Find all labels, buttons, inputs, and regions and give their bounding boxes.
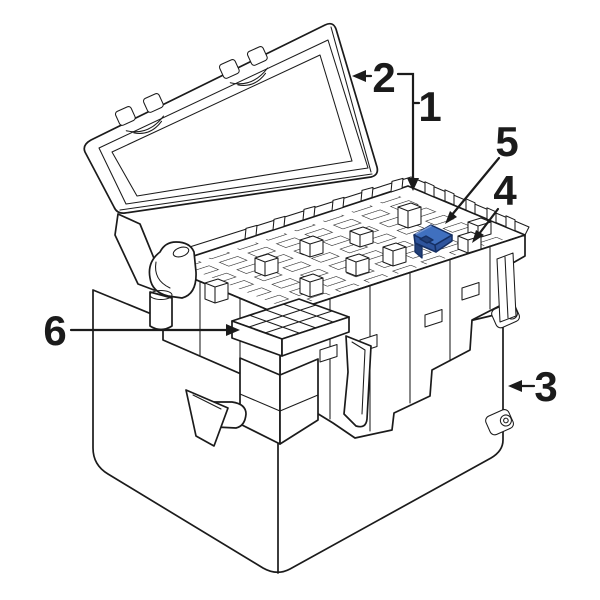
lid-recessed-panel: [111, 54, 353, 197]
upper-fuse-panel: [157, 176, 530, 447]
under-block-split: [239, 393, 319, 412]
callout-4-arrowhead-icon: [472, 230, 484, 243]
hinge-hole: [172, 246, 190, 258]
callout-5-arrowhead-icon: [445, 211, 457, 224]
hanging-strap-line: [351, 341, 366, 415]
fuse-foot: [414, 242, 423, 259]
callout-4: 4: [472, 167, 517, 243]
relay-front-right: [281, 316, 350, 357]
callout-3-label: 3: [534, 363, 557, 410]
highlighted-fuse: [413, 224, 453, 259]
relay-grid: [248, 303, 334, 334]
callout-2-arrowhead-icon: [352, 70, 366, 82]
callout-2: 2: [352, 54, 396, 101]
callout-1-label: 1: [418, 83, 441, 130]
callout-5-leader: [449, 156, 501, 218]
lid-rim: [98, 39, 369, 205]
fuse-notch: [419, 235, 434, 244]
lid-clip-tabs-right: [218, 46, 269, 86]
callout-6-arrowhead-icon: [226, 324, 240, 336]
callout-4-label: 4: [493, 167, 517, 214]
callout-3: 3: [508, 363, 558, 410]
side-flap: [185, 389, 229, 447]
callout-1-arrowhead-icon: [407, 178, 419, 191]
hinge-post: [149, 291, 173, 331]
lid-clip-tabs-left: [114, 93, 165, 134]
hanging-strap: [343, 335, 372, 428]
lid-wall-line2: [330, 26, 372, 173]
panel-rim-teeth-left: [244, 177, 404, 240]
side-flap-line: [192, 394, 222, 410]
callout-1: 1: [396, 72, 442, 191]
callout-4-leader: [477, 207, 500, 236]
relay-block: [231, 298, 350, 357]
panel-front-right-holes: [319, 281, 480, 363]
panel-columns: [204, 202, 492, 304]
mounting-clip-bottom: [485, 409, 514, 436]
fuse-slot-grid: [184, 195, 505, 309]
callout-6: 6: [43, 307, 240, 354]
hinge-post-cap: [149, 289, 173, 301]
callout-5-label: 5: [495, 118, 518, 165]
panel-rim-teeth-right: [424, 181, 516, 232]
callout-3-arrowhead-icon: [508, 380, 522, 392]
callout-5: 5: [445, 118, 519, 224]
under-block-right: [279, 358, 319, 445]
lid-outline: [83, 22, 379, 214]
fuse-highlight-edge: [415, 225, 432, 235]
callout-2-label: 2: [372, 54, 395, 101]
callout-1-leader: [396, 72, 421, 184]
lid-wall-line: [119, 173, 373, 211]
callout-6-label: 6: [43, 307, 66, 354]
lid-hinge: [114, 213, 197, 331]
lid: [83, 22, 379, 214]
hinge-saddle-inner: [155, 261, 171, 289]
